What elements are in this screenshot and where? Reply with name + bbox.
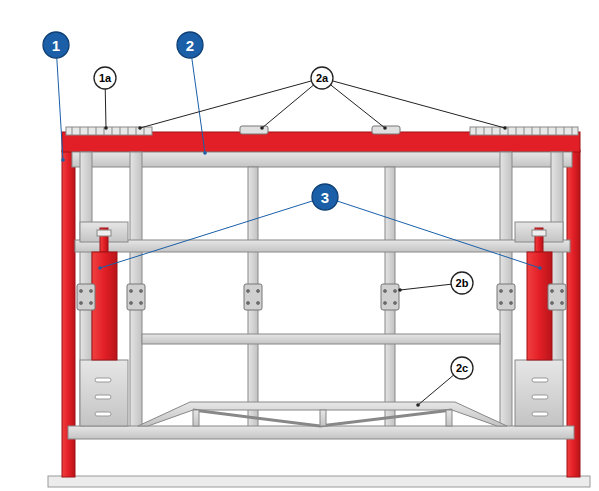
leader-dot xyxy=(61,158,65,162)
callout-number: 2a xyxy=(316,72,328,84)
leader-dot xyxy=(383,126,387,130)
callout-number: 2c xyxy=(456,362,468,374)
callout-circle xyxy=(451,357,473,379)
leader-dot xyxy=(260,126,264,130)
leader-line xyxy=(140,81,311,128)
leader-line xyxy=(57,58,63,160)
callout-circle xyxy=(43,32,69,58)
leader-line xyxy=(418,375,454,405)
leader-dot xyxy=(398,288,402,292)
leader-line xyxy=(105,89,107,128)
callout-number: 1a xyxy=(99,72,111,84)
leader-dot xyxy=(416,403,420,407)
leader-line xyxy=(331,85,385,128)
leader-dot xyxy=(98,266,102,270)
leader-dot xyxy=(203,151,207,155)
leader-dot xyxy=(138,126,142,130)
leader-line xyxy=(400,284,451,290)
callout-number: 1 xyxy=(52,37,60,54)
callout-number: 2 xyxy=(186,37,194,54)
callout-circle xyxy=(177,32,203,58)
callout-circle xyxy=(311,67,333,89)
leader-dot xyxy=(104,126,108,130)
callout-circle xyxy=(451,272,473,294)
leader-line xyxy=(333,81,505,128)
callout-number: 3 xyxy=(321,189,329,206)
leader-dot xyxy=(538,266,542,270)
leader-line xyxy=(337,201,540,268)
callout-circle xyxy=(94,67,116,89)
callout-number: 2b xyxy=(456,277,469,289)
leader-line xyxy=(262,85,314,128)
leader-dot xyxy=(503,126,507,130)
leader-line xyxy=(100,201,313,268)
leader-line xyxy=(192,58,205,153)
callout-circle xyxy=(312,184,338,210)
